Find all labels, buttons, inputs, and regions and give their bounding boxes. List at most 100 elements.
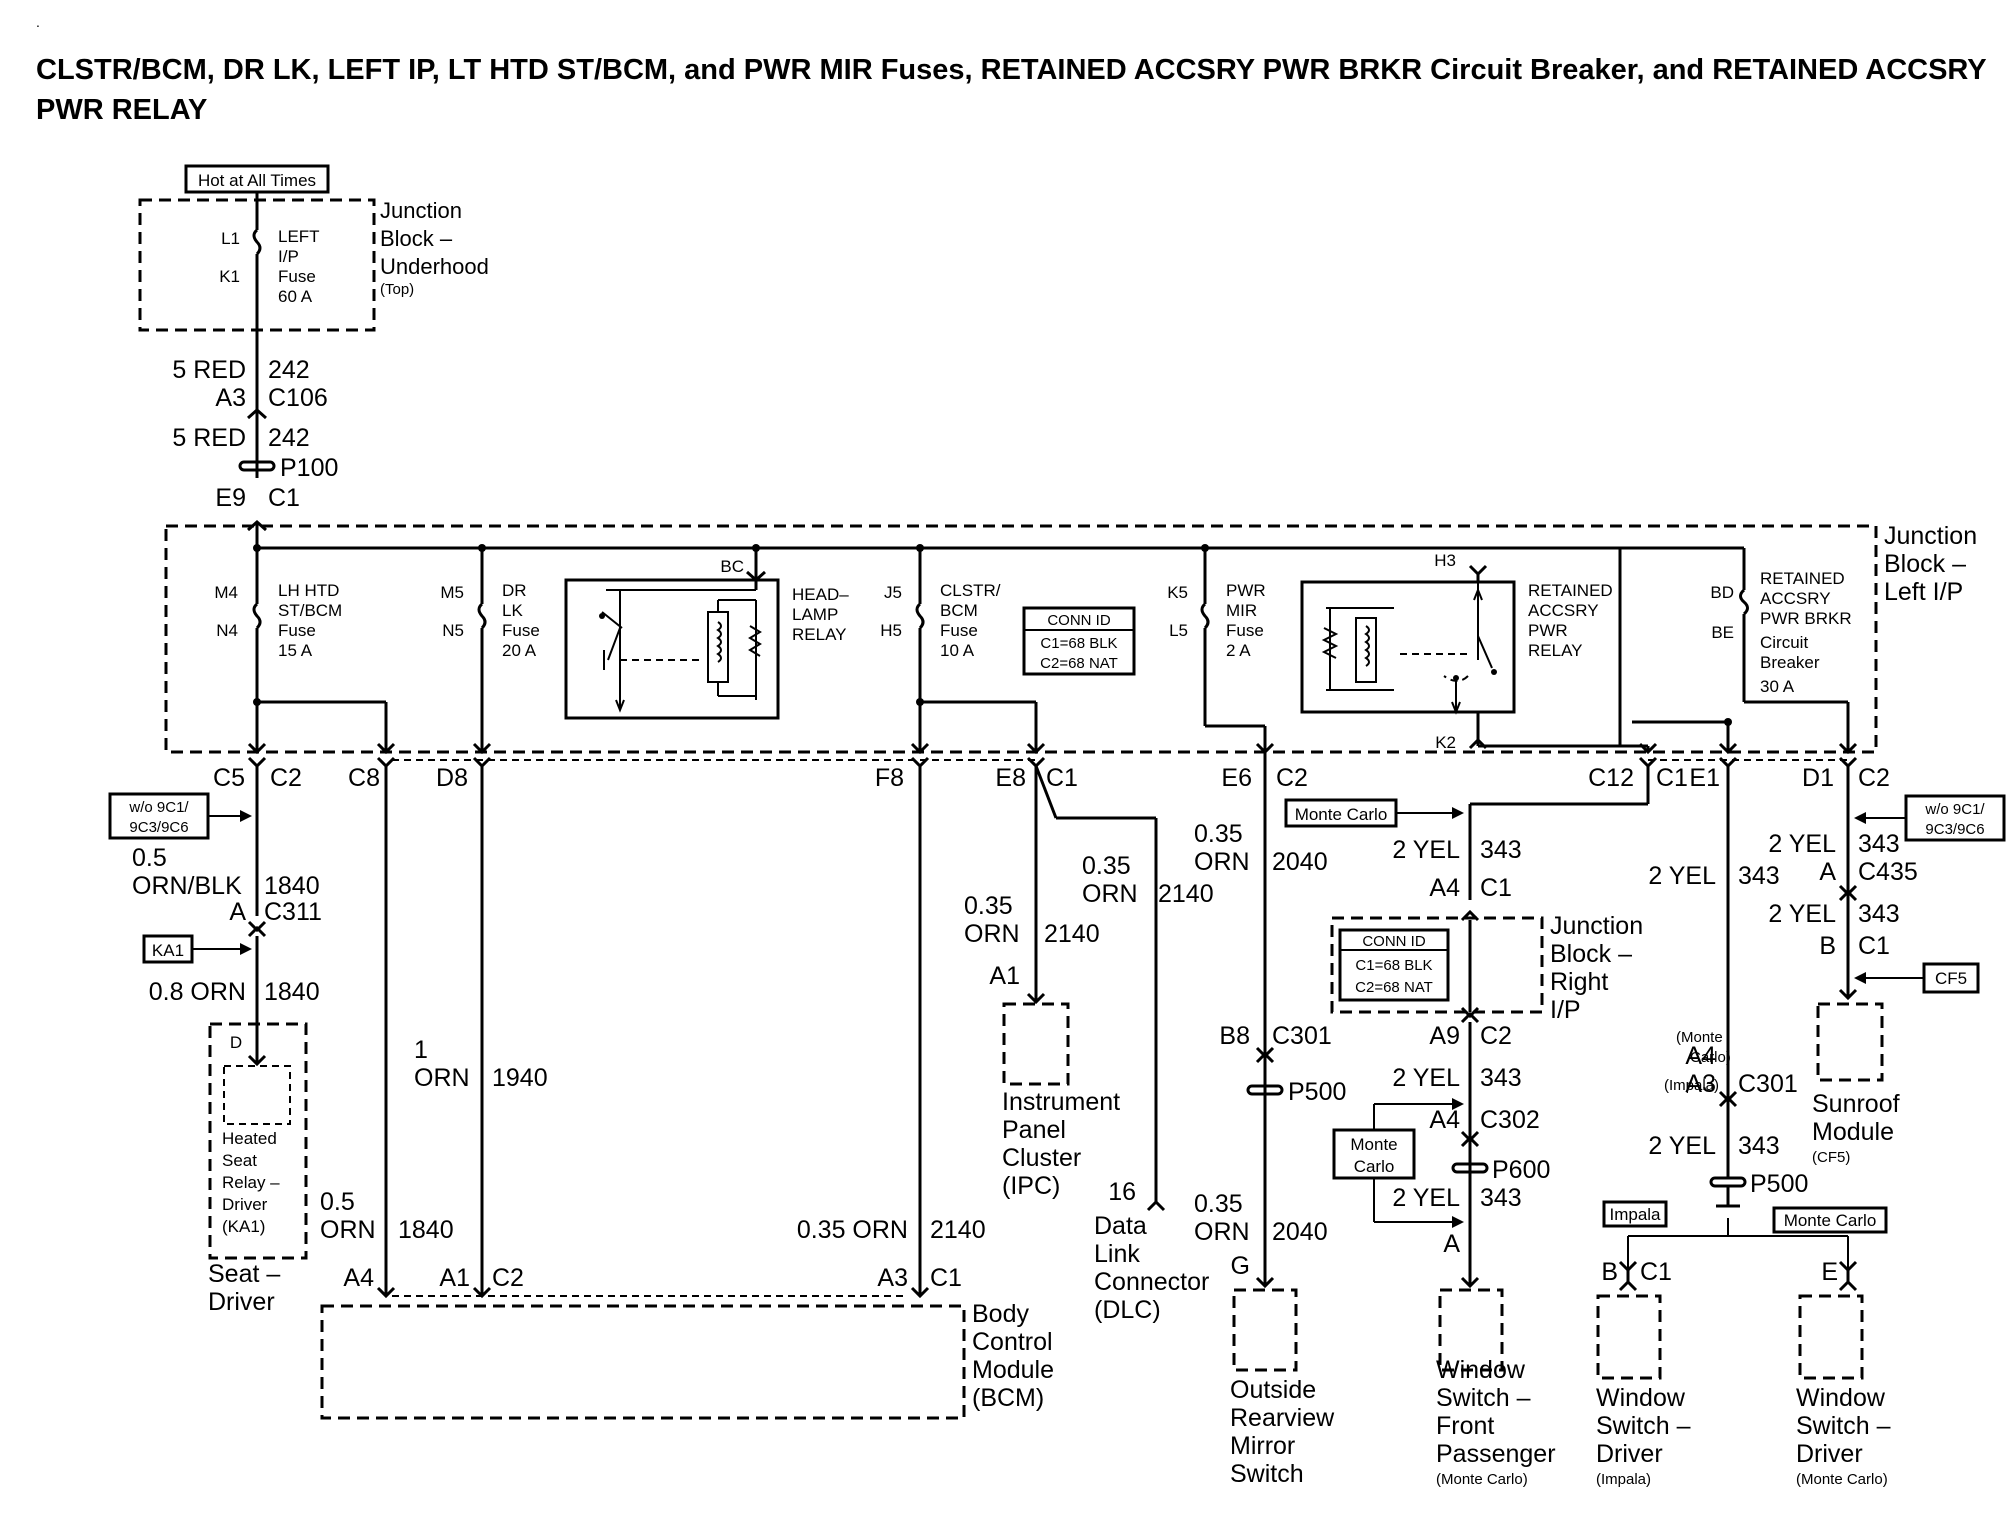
pin-a-c311: A [229, 898, 246, 926]
junction-block-left-ip-label: Junction [1884, 522, 1977, 550]
pin-b-drv-imp: B [1601, 1258, 1618, 1286]
w2040b-gauge-2: ORN [1194, 1218, 1250, 1246]
pin-a4-c302: A4 [1429, 1106, 1460, 1134]
front-pass-l5: (Monte Carlo) [1436, 1471, 1528, 1488]
retained-accsry-pwr-breaker: BD BE RETAINED ACCSRY PWR BRKR Circuit B… [1620, 546, 1852, 752]
w343c-gauge: 2 YEL [1392, 1184, 1460, 1212]
pin-k1: K1 [219, 267, 240, 286]
bcm-l2: Control [972, 1328, 1053, 1356]
opt-right-l1: w/o 9C1/ [1924, 801, 1985, 818]
w2140-ipc-gauge-2: ORN [964, 920, 1020, 948]
w1840b-circuit: 1840 [264, 978, 320, 1006]
pin-e9: E9 [215, 484, 246, 512]
pin-a1-ipc: A1 [989, 962, 1020, 990]
pin-m4: M4 [214, 583, 238, 602]
ipc-l3: Cluster [1002, 1144, 1081, 1172]
front-pass-label: Window [1436, 1356, 1526, 1384]
pin-bd: BD [1710, 583, 1734, 602]
monte-box-l2: Carlo [1354, 1157, 1395, 1176]
dlc-l2: Link [1094, 1240, 1140, 1268]
conn-c2-a: C2 [270, 764, 302, 792]
window-switch-front-passenger [1438, 1288, 1504, 1372]
jb-underhood-l3: Underhood [380, 254, 489, 279]
pin-k2: K2 [1435, 733, 1456, 752]
conn-c1-b: C1 [1656, 764, 1688, 792]
conn-c435: C435 [1858, 858, 1918, 886]
pin-b8: B8 [1219, 1022, 1250, 1050]
bcm-label: Body [972, 1300, 1029, 1328]
headlamp-relay: BC HEAD– LAMP [564, 548, 849, 720]
cf5-tag-label: CF5 [1935, 969, 1967, 988]
pin-e-drv-mc: E [1821, 1258, 1838, 1286]
clstr-fuse-l4: 10 A [940, 641, 975, 660]
heated-seat-relay-label: Heated [222, 1129, 277, 1148]
pin-e6: E6 [1221, 764, 1252, 792]
pin-e8: E8 [995, 764, 1026, 792]
data-link-connector-label: Data [1094, 1212, 1147, 1240]
pin-l5: L5 [1169, 621, 1188, 640]
ret-relay-l2: ACCSRY [1528, 601, 1599, 620]
pin-c12: C12 [1588, 764, 1634, 792]
window-switch-driver-impala [1596, 1294, 1662, 1380]
instrument-panel-cluster [1002, 1002, 1070, 1086]
outside-rearview-mirror-switch [1232, 1288, 1298, 1372]
w343e1-circuit: 343 [1738, 862, 1780, 890]
pin-k5: K5 [1167, 583, 1188, 602]
seat-l4: Driver [222, 1195, 268, 1214]
w343a-gauge: 2 YEL [1392, 836, 1460, 864]
headlamp-l3: RELAY [792, 625, 847, 644]
monte-carlo-tag-2 [1772, 1206, 1888, 1234]
monte-carlo-tag [1284, 798, 1398, 828]
monte-tag-2-label: Monte Carlo [1784, 1211, 1877, 1230]
c301b-carlo: Carlo) [1690, 1049, 1731, 1066]
mirror-l2: Rearview [1230, 1404, 1335, 1432]
ipc-dlc-circuits: 0.35 ORN 2140 0.35 ORN 2140 A1 Instrumen… [964, 765, 1214, 1324]
junction-block-right-label: Junction [1550, 912, 1643, 940]
lh-fuse-l2: ST/BCM [278, 601, 342, 620]
jb-underhood-l2: Block – [380, 226, 453, 251]
w343e1-gauge: 2 YEL [1648, 862, 1716, 890]
conn-c106: C106 [268, 384, 328, 412]
pin-g: G [1231, 1252, 1250, 1280]
ret-brkr-l3: PWR BRKR [1760, 609, 1852, 628]
bcm-l3: Module [972, 1356, 1054, 1384]
pin-c8: C8 [348, 764, 380, 792]
sunroof-l2: Module [1812, 1118, 1894, 1146]
feed-wire-242: 5 RED 242 A3 C106 5 RED 242 P100 E9 C1 [172, 356, 338, 532]
w343e1b-circuit: 343 [1738, 1132, 1780, 1160]
clstr-fuse-l3: Fuse [940, 621, 978, 640]
seat-l5: (KA1) [222, 1217, 265, 1236]
drv-imp-l2: Switch – [1596, 1412, 1691, 1440]
pwr-mir-l3: Fuse [1226, 621, 1264, 640]
front-pass-l2: Switch – [1436, 1384, 1531, 1412]
conn-c2-b: C2 [1276, 764, 1308, 792]
front-passenger-window-circuit: Monte Carlo 2 YEL 343 A4 C1 CONN ID C1=6… [1284, 766, 1650, 1488]
ret-brkr-l4: Circuit [1760, 633, 1808, 652]
mirror-l3: Mirror [1230, 1432, 1295, 1460]
jb-right-l3: Right [1550, 968, 1608, 996]
hot-at-all-times-label: Hot at All Times [198, 171, 316, 190]
w2040-gauge-1: 0.35 [1194, 820, 1243, 848]
drv-mc-l4: (Monte Carlo) [1796, 1471, 1888, 1488]
w343d1-gauge: 2 YEL [1768, 830, 1836, 858]
ipc-label: Instrument [1002, 1088, 1120, 1116]
splice-p500-a-label: P500 [1288, 1078, 1346, 1106]
splice-p600 [1451, 1162, 1489, 1174]
ret-brkr-l5: Breaker [1760, 653, 1820, 672]
clstr-bcm-fuse-label: CLSTR/ [940, 581, 1001, 600]
pin-l1: L1 [221, 229, 240, 248]
w2140-dlc-circuit: 2140 [1158, 880, 1214, 908]
sunroof-circuit: w/o 9C1/ 9C3/9C6 2 YEL 343 A C435 2 YEL … [1768, 766, 2006, 1166]
ret-brkr-l6: 30 A [1760, 677, 1795, 696]
jb-left-l3: Left I/P [1884, 578, 1963, 606]
lh-htd-fuse-label: LH HTD [278, 581, 339, 600]
pin-n4: N4 [216, 621, 238, 640]
pin-b-c1-sunroof: B [1819, 932, 1836, 960]
ret-relay-l3: PWR [1528, 621, 1568, 640]
pin-bc: BC [720, 557, 744, 576]
pin-a9: A9 [1429, 1022, 1460, 1050]
headlamp-l2: LAMP [792, 605, 838, 624]
left-ip-fuse-label-2: I/P [278, 247, 299, 266]
conn-id-2-l1: C1=68 BLK [1355, 957, 1432, 974]
w1840b-gauge: 0.8 ORN [149, 978, 246, 1006]
